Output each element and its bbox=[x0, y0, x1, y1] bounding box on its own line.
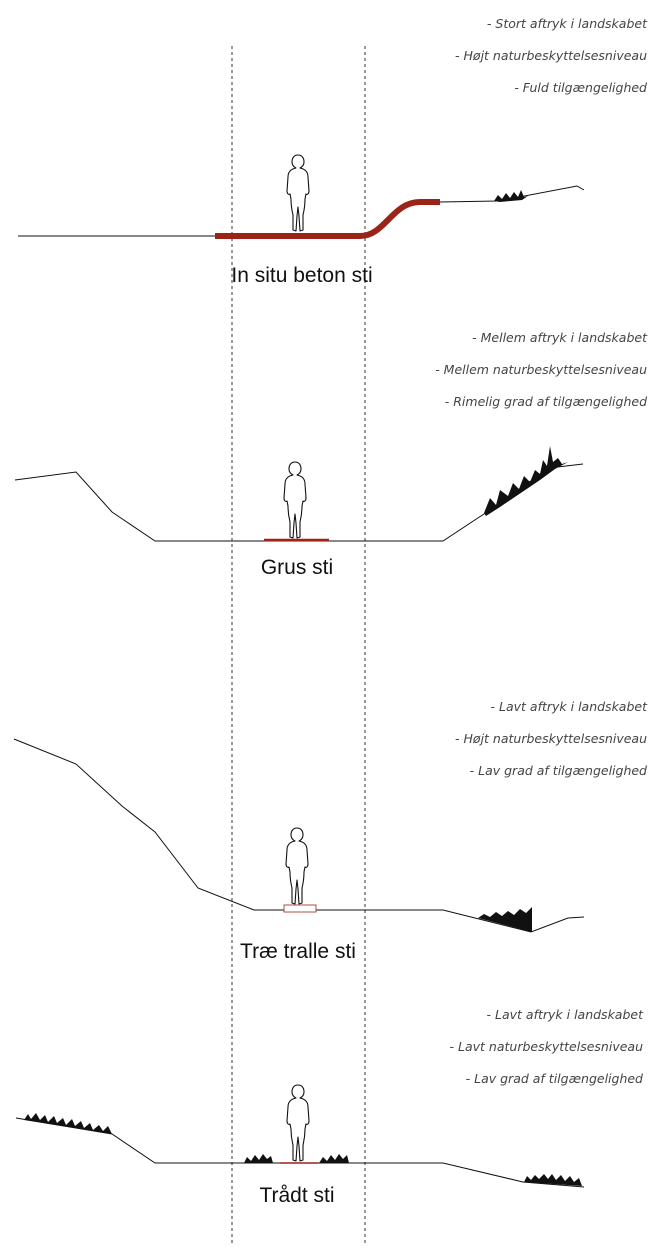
note-line: - Fuld tilgængelighed bbox=[514, 80, 647, 95]
note-line: - Lavt aftryk i landskabet bbox=[490, 699, 647, 714]
section-4-profile bbox=[15, 1084, 585, 1188]
grass-tuft-icon bbox=[484, 446, 568, 516]
section-3-profile bbox=[13, 738, 585, 933]
note-line: - Rimelig grad af tilgængelighed bbox=[444, 394, 647, 409]
wooden-deck-path bbox=[283, 904, 317, 913]
note-line: - Lavt naturbeskyttelsesniveau bbox=[449, 1039, 643, 1054]
note-line: - Lavt aftryk i landskabet bbox=[486, 1007, 643, 1022]
section-2-title: Grus sti bbox=[260, 556, 334, 579]
person-silhouette-icon bbox=[286, 1084, 310, 1162]
note-line: - Mellem aftryk i landskabet bbox=[472, 330, 647, 345]
note-line: - Højt naturbeskyttelsesniveau bbox=[455, 48, 647, 63]
section-2-profile bbox=[14, 446, 584, 542]
grass-tuft-icon bbox=[24, 1113, 112, 1134]
grass-tuft-icon bbox=[244, 1154, 273, 1163]
concrete-path bbox=[215, 199, 440, 239]
section-1-title: In situ beton sti bbox=[231, 264, 373, 287]
section-4-notes: - Lavt aftryk i landskabet - Lavt naturb… bbox=[223, 999, 643, 1095]
note-line: - Lav grad af tilgængelighed bbox=[469, 763, 647, 778]
grass-tuft-icon bbox=[494, 190, 528, 202]
section-4-title: Trådt sti bbox=[259, 1184, 335, 1207]
section-1-notes: - Stort aftryk i landskabet - Højt natur… bbox=[227, 8, 647, 104]
section-1-profile bbox=[18, 154, 585, 239]
person-silhouette-icon bbox=[286, 154, 310, 232]
grass-tuft-icon bbox=[319, 1154, 349, 1163]
section-2-notes: - Mellem aftryk i landskabet - Mellem na… bbox=[227, 322, 647, 418]
grass-tuft-icon bbox=[478, 907, 532, 932]
note-line: - Højt naturbeskyttelsesniveau bbox=[455, 731, 647, 746]
note-line: - Stort aftryk i landskabet bbox=[486, 16, 647, 31]
note-line: - Lav grad af tilgængelighed bbox=[465, 1071, 643, 1086]
grass-tuft-icon bbox=[524, 1174, 582, 1186]
section-3-title: Træ tralle sti bbox=[240, 940, 356, 963]
person-silhouette-icon bbox=[285, 827, 309, 905]
note-line: - Mellem naturbeskyttelsesniveau bbox=[435, 362, 647, 377]
person-silhouette-icon bbox=[283, 461, 307, 539]
section-3-notes: - Lavt aftryk i landskabet - Højt naturb… bbox=[227, 691, 647, 787]
